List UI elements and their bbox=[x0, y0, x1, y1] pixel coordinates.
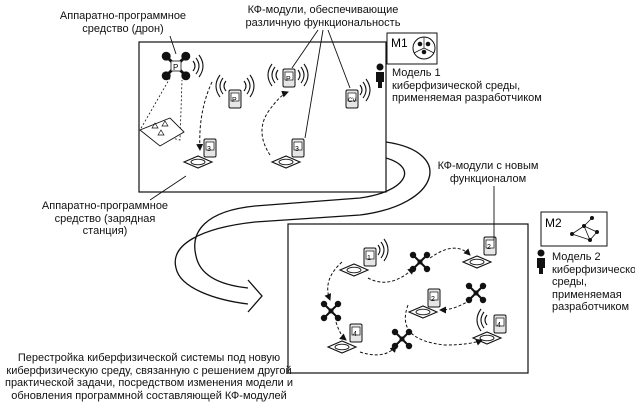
flight-path bbox=[367, 267, 415, 283]
module-signal-icon bbox=[359, 78, 371, 102]
drone-icon bbox=[464, 281, 488, 305]
m2-tag: M2 bbox=[545, 216, 562, 230]
module-p-center: P bbox=[228, 89, 242, 109]
model2-label: Модель 2 киберфизической среды, применяе… bbox=[552, 251, 635, 313]
transition-arrow-outline bbox=[174, 141, 431, 305]
charging-pad bbox=[462, 255, 492, 269]
charging-pad-left bbox=[183, 155, 213, 169]
flight-path bbox=[261, 90, 289, 156]
module-4-left: 4 bbox=[349, 323, 363, 343]
svg-text:2: 2 bbox=[487, 244, 491, 251]
module-2-top: 2 bbox=[483, 236, 497, 256]
flight-path bbox=[404, 304, 483, 346]
m2-graph-icon bbox=[570, 216, 599, 242]
svg-text:CV: CV bbox=[348, 98, 356, 104]
module-signal-icon bbox=[267, 63, 279, 87]
svg-text:4: 4 bbox=[497, 322, 501, 329]
transition-arrow-head bbox=[247, 279, 263, 313]
drone-icon bbox=[390, 327, 414, 351]
drone-icon bbox=[319, 299, 343, 323]
restructure-caption: Перестройка киберфизической системы под … bbox=[4, 352, 293, 402]
svg-text:P: P bbox=[286, 76, 291, 83]
module-p-right: P bbox=[282, 68, 296, 88]
module-cv: CV bbox=[345, 89, 359, 109]
svg-text:3: 3 bbox=[207, 146, 211, 153]
module-1: 1 bbox=[363, 247, 377, 267]
svg-text:1: 1 bbox=[367, 255, 371, 262]
module-4-right: 4 bbox=[493, 314, 507, 334]
flight-path bbox=[359, 345, 397, 356]
module-signal-icon bbox=[215, 74, 227, 98]
cf-modules-label: КФ-модули, обеспечивающие различную функ… bbox=[245, 4, 401, 29]
module-signal-icon bbox=[377, 238, 389, 262]
charging-pad-right bbox=[271, 155, 301, 169]
upper-environment-frame bbox=[138, 41, 387, 193]
charging-pad bbox=[339, 263, 369, 277]
flight-path bbox=[439, 299, 471, 314]
module-3-right: 3 bbox=[291, 138, 305, 158]
model1-label: Модель 1 киберфизической среды, применяе… bbox=[392, 67, 542, 104]
drone-signal-icon bbox=[192, 54, 204, 78]
drone-device-label: Аппаратно-программное средство (дрон) bbox=[59, 10, 187, 35]
svg-text:4: 4 bbox=[353, 331, 357, 338]
charging-pad bbox=[472, 331, 502, 345]
drone-module-mark: P bbox=[173, 63, 178, 72]
m2-model-box bbox=[540, 211, 608, 247]
lower-environment-frame bbox=[287, 223, 529, 374]
new-modules-label: КФ-модули с новым функционалом bbox=[437, 160, 539, 185]
module-2-mid: 2 bbox=[427, 288, 441, 308]
m1-tag: M1 bbox=[391, 36, 408, 50]
svg-text:3: 3 bbox=[295, 146, 299, 153]
charging-station-label: Аппаратно-программное средство (зарядная… bbox=[41, 200, 169, 237]
module-3-left: 3 bbox=[203, 138, 217, 158]
developer-person-icon bbox=[537, 249, 545, 274]
module-signal-icon bbox=[297, 63, 309, 87]
svg-text:P: P bbox=[232, 97, 237, 104]
module-signal-icon bbox=[476, 308, 488, 332]
m1-circles-icon bbox=[412, 36, 436, 60]
developer-person-icon bbox=[376, 63, 384, 88]
flight-path bbox=[429, 247, 471, 259]
flight-path bbox=[196, 81, 213, 151]
flight-path bbox=[324, 261, 343, 301]
charging-pad bbox=[327, 340, 357, 354]
flight-path bbox=[335, 321, 347, 341]
charging-pad bbox=[408, 305, 438, 319]
drone-icon bbox=[408, 250, 432, 274]
module-signal-icon bbox=[243, 74, 255, 98]
svg-text:2: 2 bbox=[431, 296, 435, 303]
